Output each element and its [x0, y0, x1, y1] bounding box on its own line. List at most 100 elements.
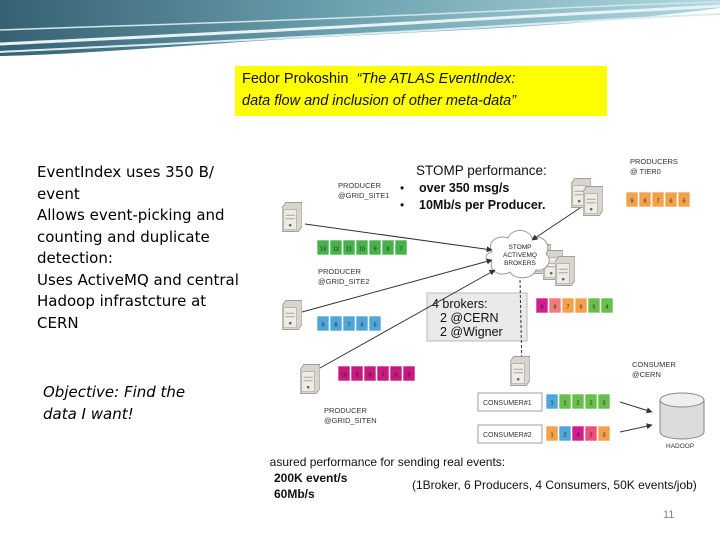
queue-cell-siten: [350, 365, 364, 382]
queue-cell-label-site1: 8: [386, 247, 389, 253]
queue-cell-siten: [337, 365, 351, 382]
queue-cell-label-tier0: 9: [630, 199, 633, 205]
queue-cell-consumer1: [558, 393, 572, 410]
queue-cell-label-broker: 4: [605, 305, 608, 311]
queue-cell-site2: [329, 315, 343, 332]
queue-cell-siten: [376, 365, 390, 382]
description-line: detection:: [37, 249, 113, 267]
queue-cell-tier0: [677, 191, 691, 208]
description-line: Allows event-picking and: [37, 206, 225, 224]
queue-cell-site2: [368, 315, 382, 332]
queue-cell-tier0: [638, 191, 652, 208]
queue-cell-label-siten: 9: [355, 373, 358, 379]
queue-cell-label-consumer2: 4: [576, 433, 579, 439]
tier0-server-icon: [583, 186, 603, 216]
measured-bullet-2: 60Mb/s: [274, 487, 315, 501]
stomp-bullet-dot: •: [400, 181, 404, 195]
queue-cell-label-consumer1: 1: [563, 401, 566, 407]
queue-cell-label-consumer1: 1: [550, 401, 553, 407]
queue-cell-consumer1: [545, 393, 559, 410]
queue-cell-label-site1: 11: [346, 247, 352, 253]
title-author: Fedor Prokoshin: [242, 71, 349, 87]
queue-cell-tier0: [651, 191, 665, 208]
queue-cell-label-tier0: 5: [682, 199, 685, 205]
queue-cell-site2: [342, 315, 356, 332]
queue-cell-siten: [389, 365, 403, 382]
description-line: CERN: [37, 313, 79, 332]
queue-cell-label-broker: 9: [540, 305, 543, 311]
queue-cell-label-broker: 6: [579, 305, 582, 311]
queue-cell-label-consumer1: 2: [576, 401, 579, 407]
queue-cell-label-consumer1: 2: [589, 401, 592, 407]
queue-cell-label-siten: 8: [368, 373, 371, 379]
flow-arrow-site1: [304, 223, 493, 253]
consumer-server-icon: [510, 356, 530, 386]
queue-cell-label-consumer2: 3: [602, 433, 605, 439]
queue-cell-label-siten: 5: [407, 373, 410, 379]
stomp-bullet-dot: •: [400, 198, 404, 212]
queue-cell-label-tier0: 8: [643, 199, 646, 205]
queue-cell-site1: [316, 239, 330, 256]
queue-cell-label-broker: 7: [566, 305, 569, 311]
brokers-box: [426, 292, 528, 342]
queue-cell-siten: [402, 365, 416, 382]
queue-cell-label-tier0: 7: [656, 199, 659, 205]
queue-cell-label-broker: 5: [592, 305, 595, 311]
queue-cell-consumer1: [571, 393, 585, 410]
queue-cell-broker: [574, 297, 588, 314]
queue-cell-label-site2: 9: [321, 323, 324, 329]
description-line: Hadoop infrastcture at: [37, 292, 207, 310]
queue-cell-label-broker: 8: [553, 305, 556, 311]
slide-title-line2: data flow and inclusion of other meta-da…: [242, 93, 516, 109]
queue-cell-site2: [355, 315, 369, 332]
queue-cell-broker: [535, 297, 549, 314]
queue-cell-site2: [316, 315, 330, 332]
queue-cell-broker: [548, 297, 562, 314]
description-line: EventIndex uses 350 B/: [37, 163, 214, 181]
queue-cell-broker: [587, 297, 601, 314]
queue-cell-label-site1: 12: [333, 247, 339, 253]
title-quote-line2: data flow and inclusion of other meta-da…: [242, 93, 517, 109]
queue-cell-consumer2: [558, 425, 572, 442]
left-description: EventIndex uses 350 B/ event Allows even…: [37, 162, 242, 334]
objective-text: Objective: Find the data I want!: [43, 382, 185, 425]
queue-cell-label-site1: 9: [373, 247, 376, 253]
queue-cell-label-site2: 6: [360, 323, 363, 329]
description-line: Uses ActiveMQ and central: [37, 270, 239, 289]
queue-cell-siten: [363, 365, 377, 382]
consumer2-box: [477, 424, 543, 444]
slide-title-line1: Fedor Prokoshin “The ATLAS EventIndex:: [242, 71, 515, 87]
slide-title-box: Fedor Prokoshin “The ATLAS EventIndex: d…: [235, 66, 607, 116]
description-line: counting and duplicate: [37, 227, 210, 246]
header-wave-decoration: [0, 0, 720, 56]
queue-cell-label-consumer2: 3: [589, 433, 592, 439]
producer-siten-label: PRODUCER@GRID_SITEN: [324, 406, 377, 425]
eventindex-dataflow-diagram: STOMP performance: • over 350 msg/s • 10…: [270, 157, 705, 501]
objective-line: data I want!: [43, 404, 134, 423]
page-number: 11: [663, 509, 675, 521]
flow-arrow-tier0: [531, 207, 581, 241]
queue-cell-broker: [600, 297, 614, 314]
producer-siten-server-icon: [300, 364, 320, 394]
queue-cell-label-siten: 7: [381, 373, 384, 379]
producer-site1-label: PRODUCER@GRID_SITE1: [338, 181, 389, 200]
stomp-bullet-1: over 350 msg/s: [419, 181, 509, 195]
consumer-cern-label: CONSUMER@CERN: [632, 360, 676, 379]
queue-cell-label-site1: 7: [399, 247, 402, 253]
queue-cell-label-site2: 5: [373, 323, 376, 329]
consumer2-label: CONSUMER#2: [483, 432, 532, 439]
flow-arrow-site2: [301, 258, 493, 313]
queue-cell-consumer2: [571, 425, 585, 442]
queue-cell-site1: [342, 239, 356, 256]
flow-arrow-siten: [319, 269, 496, 369]
broker-server-icon: [555, 256, 575, 286]
queue-cell-label-consumer1: 3: [602, 401, 605, 407]
queue-cell-label-consumer2: 1: [550, 433, 553, 439]
title-quote: “The ATLAS EventIndex:: [356, 71, 516, 87]
consumer1-box: [477, 392, 543, 412]
measured-note: (1Broker, 6 Producers, 4 Consumers, 50K …: [412, 478, 697, 492]
queue-cell-site1: [368, 239, 382, 256]
